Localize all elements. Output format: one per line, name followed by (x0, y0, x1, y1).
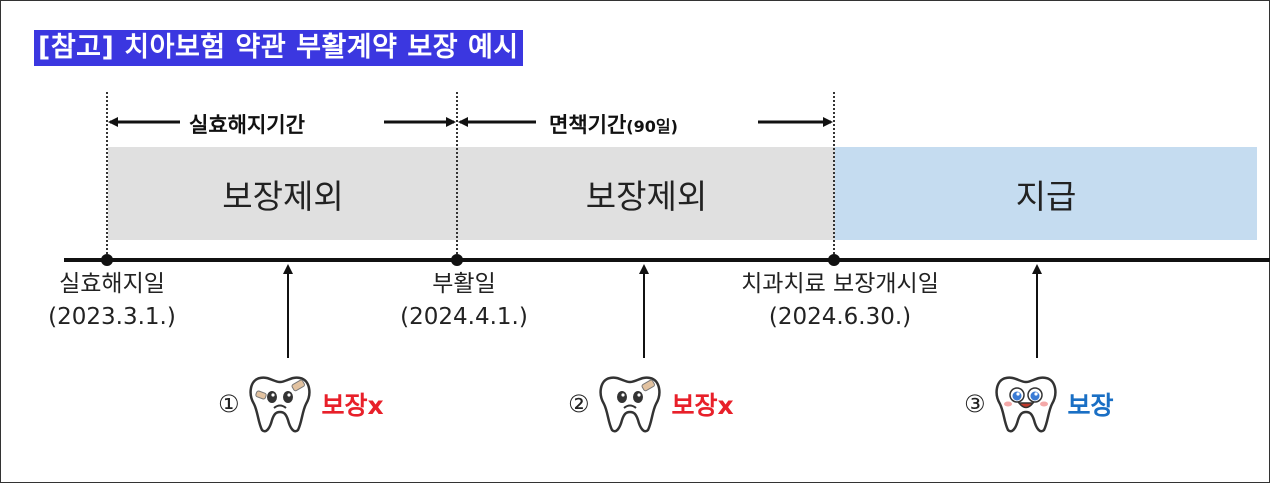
coverage-start-name: 치과치료 보장개시일 (741, 271, 939, 297)
case-3-status: 보장 (1067, 391, 1114, 420)
block-exemption-label: 보장제외 (585, 176, 708, 216)
timeline-label-lapse: 실효해지일 (2023.3.1.) (22, 268, 202, 334)
lapse-date-name: 실효해지일 (59, 271, 165, 297)
coverage-start-value: (2024.6.30.) (768, 304, 912, 330)
case-2: ② 보장x (568, 374, 734, 434)
timeline-label-revival: 부활일 (2024.4.1.) (374, 268, 554, 334)
divider-coverage-start (833, 92, 835, 258)
timeline-dot-lapse (101, 254, 113, 266)
span-exemption-label: 면책기간(90일) (549, 113, 678, 137)
block-payment-label: 지급 (1015, 176, 1077, 216)
case-2-status: 보장x (671, 391, 734, 420)
block-lapse-label: 보장제외 (222, 176, 344, 216)
case-1: ① 보장x (218, 374, 384, 434)
timeline-dot-coverage-start (828, 254, 840, 266)
timeline-dot-revival (451, 254, 463, 266)
lapse-date-value: (2023.3.1.) (48, 304, 176, 330)
divider-revival (456, 92, 458, 258)
sad-bandaged-tooth-icon (246, 370, 314, 438)
block-lapse: 보장제외 (108, 147, 458, 240)
happy-tooth-icon (992, 370, 1060, 438)
timeline-axis (64, 258, 1270, 262)
block-exemption: 보장제외 (458, 147, 835, 240)
case-1-status: 보장x (321, 391, 384, 420)
case-3-number: ③ (964, 390, 986, 418)
timeline-label-coverage-start: 치과치료 보장개시일 (2024.6.30.) (680, 268, 1000, 334)
span-lapse-label: 실효해지기간 (189, 113, 305, 137)
divider-lapse (106, 92, 108, 258)
case-3: ③ 보장 (964, 374, 1114, 434)
page-title: [참고] 치아보험 약관 부활계약 보장 예시 (34, 30, 523, 66)
case-2-number: ② (568, 390, 590, 418)
case-1-number: ① (218, 390, 240, 418)
revival-date-value: (2024.4.1.) (400, 304, 528, 330)
revival-date-name: 부활일 (432, 271, 496, 297)
block-payment: 지급 (835, 147, 1257, 240)
sad-bandaged-tooth-icon (596, 370, 664, 438)
